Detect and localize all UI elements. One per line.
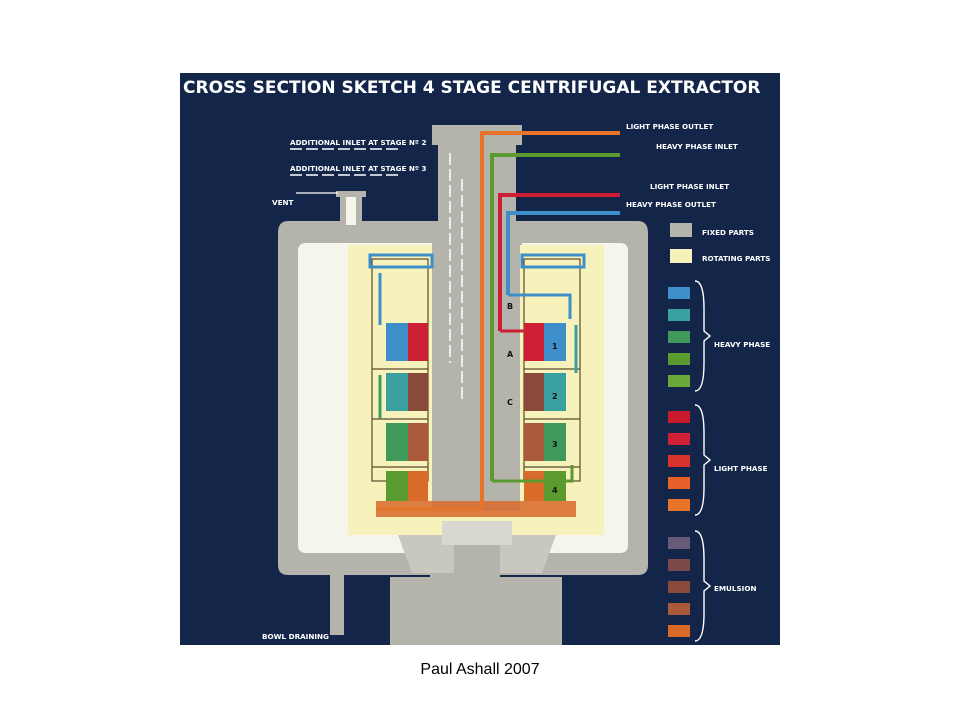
legend-heavy-swatches bbox=[668, 287, 690, 387]
stage-number-1: 1 bbox=[552, 342, 558, 351]
legend-light-swatches bbox=[668, 411, 690, 511]
additional-inlet-stage-3-label: ADDITIONAL INLET AT STAGE Nº 3 bbox=[290, 164, 426, 173]
additional-inlet-stage-2-label: ADDITIONAL INLET AT STAGE Nº 2 bbox=[290, 138, 426, 147]
vent-pipe bbox=[336, 191, 366, 225]
legend-fixed-swatch bbox=[670, 223, 692, 237]
legend-emulsion-swatches bbox=[668, 537, 690, 637]
top-chamber bbox=[368, 253, 586, 269]
process-lines bbox=[480, 131, 620, 509]
bowl-draining-label: BOWL DRAINING bbox=[262, 632, 329, 641]
light-phase-outlet-label: LIGHT PHASE OUTLET bbox=[626, 122, 713, 131]
point-a-label: A bbox=[507, 350, 514, 359]
legend-rotating-swatch bbox=[670, 249, 692, 263]
bowl-drain-pipe bbox=[330, 569, 344, 635]
heavy-phase-brace bbox=[694, 280, 712, 392]
legend: FIXED PARTS ROTATING PARTS HEAVY PHASE L… bbox=[668, 223, 770, 642]
vent-label: VENT bbox=[272, 198, 293, 207]
legend-heavy-phase-label: HEAVY PHASE bbox=[714, 340, 770, 349]
extractor-diagram: CROSS SECTION SKETCH 4 STAGE CENTRIFUGAL… bbox=[180, 73, 780, 645]
legend-light-phase-label: LIGHT PHASE bbox=[714, 464, 768, 473]
legend-rotating-parts-label: ROTATING PARTS bbox=[702, 254, 770, 263]
legend-fixed-parts-label: FIXED PARTS bbox=[702, 228, 754, 237]
point-c-label: C bbox=[507, 398, 513, 407]
heavy-phase-inlet-line bbox=[490, 153, 620, 481]
point-b-label: B bbox=[507, 302, 513, 311]
light-phase-brace bbox=[694, 404, 712, 516]
stage-chambers-left bbox=[386, 323, 428, 501]
diagram-title: CROSS SECTION SKETCH 4 STAGE CENTRIFUGAL… bbox=[183, 78, 760, 98]
stage-number-3: 3 bbox=[552, 440, 558, 449]
stage-chambers-right bbox=[524, 323, 566, 501]
light-phase-inlet-label: LIGHT PHASE INLET bbox=[650, 182, 729, 191]
stage-number-2: 2 bbox=[552, 392, 558, 401]
light-phase-outlet-line bbox=[480, 131, 620, 509]
heavy-phase-outlet-label: HEAVY PHASE OUTLET bbox=[626, 200, 716, 209]
heavy-phase-inlet-label: HEAVY PHASE INLET bbox=[656, 142, 738, 151]
central-column bbox=[432, 125, 522, 511]
emulsion-brace bbox=[694, 530, 712, 642]
legend-emulsion-label: EMULSION bbox=[714, 584, 756, 593]
heavy-phase-outlet-line bbox=[506, 211, 620, 295]
stage-number-4: 4 bbox=[552, 486, 558, 495]
rotor-hub bbox=[376, 501, 576, 645]
light-phase-inlet-line bbox=[498, 193, 620, 331]
author-caption: Paul Ashall 2007 bbox=[420, 661, 540, 678]
